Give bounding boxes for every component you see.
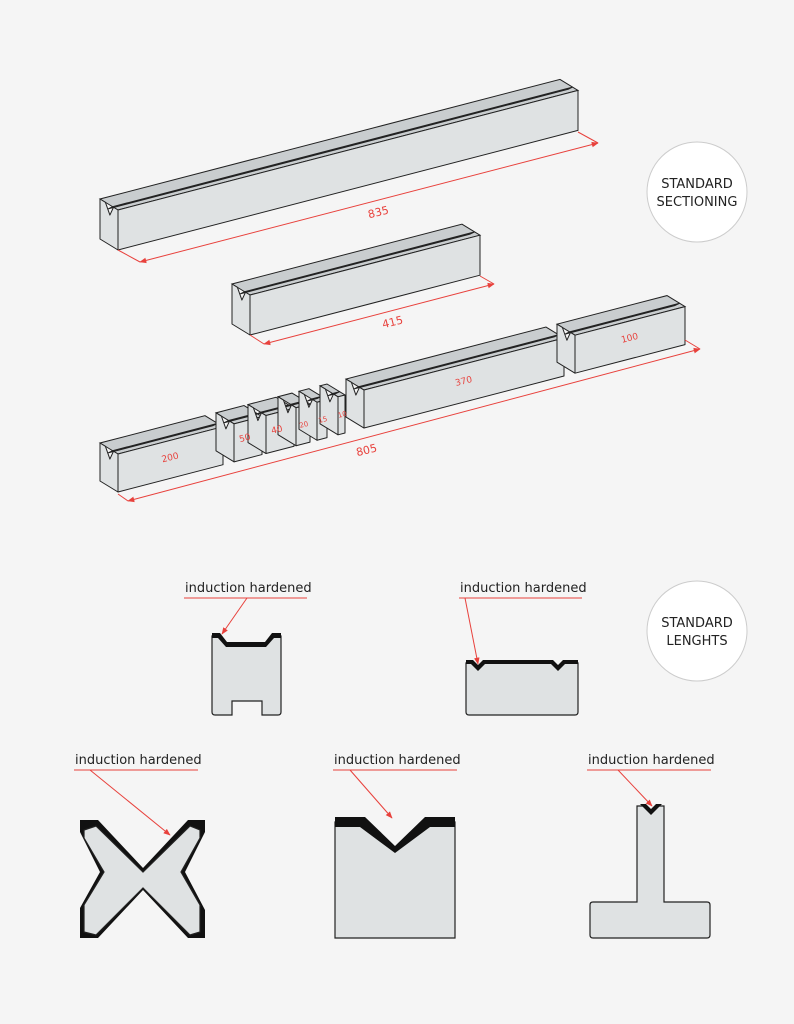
induction-hardened-label: induction hardened: [588, 753, 715, 768]
profile-flat-die: induction hardened: [459, 581, 587, 716]
induction-hardened-label: induction hardened: [334, 753, 461, 768]
badge-line: LENGHTS: [666, 634, 727, 649]
dimension-label: 415: [381, 314, 405, 332]
section-labels: 200 50 40 20 15 10 370 100: [161, 332, 640, 465]
induction-hardened-label: induction hardened: [460, 581, 587, 596]
section-label: 40: [270, 424, 284, 437]
badge-line: STANDARD: [661, 616, 733, 631]
profile-single-v-die: induction hardened: [333, 753, 461, 939]
bar-415-end: [231, 283, 251, 336]
profile-narrow-die: induction hardened: [184, 581, 312, 716]
die-bars: [98, 78, 687, 493]
badge-line: SECTIONING: [657, 195, 738, 210]
section-label: 10: [337, 410, 348, 420]
dimension-415: 415: [249, 275, 495, 346]
bar-835-end: [99, 198, 119, 251]
profile-four-way-die: induction hardened: [74, 753, 205, 938]
section-100-groove: [564, 302, 681, 335]
profile-t-punch: induction hardened: [587, 753, 715, 939]
section-200-end: [99, 442, 119, 493]
bar-835-front: [117, 89, 579, 251]
dimension-835: 835: [117, 131, 599, 264]
badge-line: STANDARD: [661, 177, 733, 192]
dimension-label: 835: [367, 204, 391, 222]
section-label: 15: [318, 415, 329, 425]
badge-standard-lengths: STANDARD LENGHTS: [646, 580, 748, 682]
section-label: 370: [454, 375, 473, 389]
dimension-805: 805: [117, 339, 701, 503]
induction-hardened-label: induction hardened: [185, 581, 312, 596]
badge-standard-sectioning: STANDARD SECTIONING: [646, 141, 748, 243]
section-label: 50: [238, 433, 252, 446]
induction-hardened-label: induction hardened: [75, 753, 202, 768]
section-label: 200: [161, 451, 180, 465]
dimension-label: 805: [355, 442, 379, 460]
section-label: 20: [299, 420, 310, 430]
section-label: 100: [620, 332, 639, 346]
